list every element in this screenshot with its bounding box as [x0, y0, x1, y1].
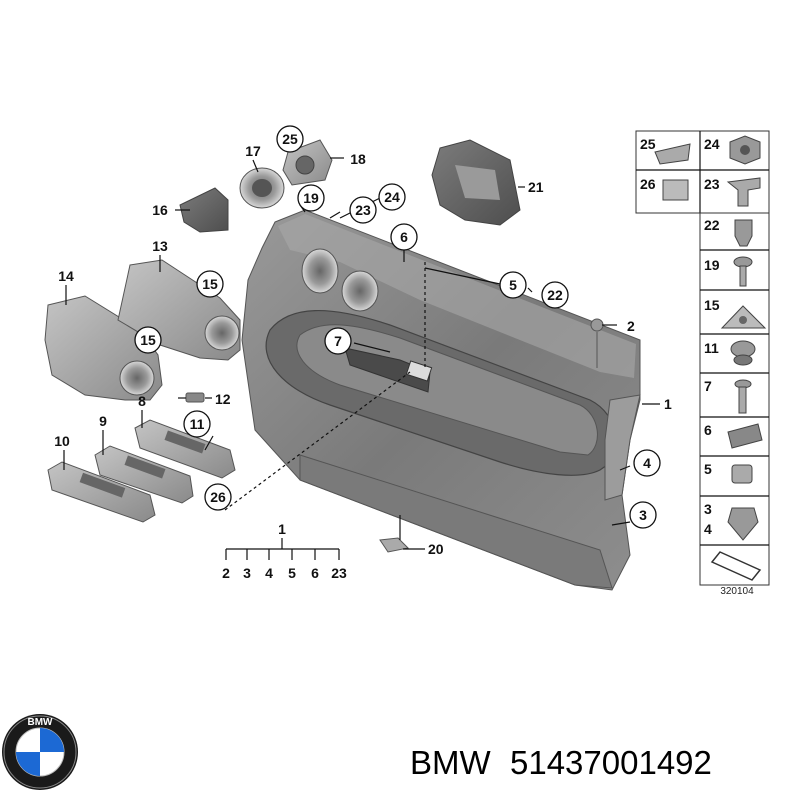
callout-9: 9 — [99, 413, 107, 429]
switch-bezel-10 — [47, 461, 156, 523]
tree-child-1: 3 — [243, 565, 251, 581]
callouts: 1 2 3 4 5 6 7 8 9 10 11 12 13 14 15 15 1… — [54, 125, 672, 557]
legend-item-23: 23 — [704, 176, 720, 192]
callout-5: 5 — [509, 277, 517, 293]
callout-2: 2 — [627, 318, 635, 334]
tree-child-3: 5 — [288, 565, 296, 581]
callout-8: 8 — [138, 393, 146, 409]
trim-16 — [179, 187, 229, 233]
switch-bezel-8 — [134, 419, 236, 479]
callout-21: 21 — [528, 179, 544, 195]
callout-17: 17 — [245, 143, 261, 159]
callout-20: 20 — [428, 541, 444, 557]
legend-item-3: 3 — [704, 501, 712, 517]
callout-26: 26 — [210, 489, 226, 505]
callout-15-lower: 15 — [140, 332, 156, 348]
callout-13: 13 — [152, 238, 168, 254]
diagram-code: 320104 — [720, 586, 754, 597]
legend-item-26: 26 — [640, 176, 656, 192]
part-group-tree: 1 2 3 4 5 6 23 — [222, 521, 347, 581]
legend-item-11: 11 — [704, 340, 719, 356]
callout-15-upper: 15 — [202, 276, 218, 292]
callout-18: 18 — [350, 151, 366, 167]
support-21 — [431, 139, 521, 226]
callout-7: 7 — [334, 333, 342, 349]
tree-child-2: 4 — [265, 565, 273, 581]
callout-22: 22 — [547, 287, 563, 303]
callout-25: 25 — [282, 131, 298, 147]
switch-bezel-9 — [94, 445, 194, 504]
brand-name: BMW — [410, 744, 492, 781]
legend-item-19: 19 — [704, 257, 720, 273]
legend-item-15: 15 — [704, 297, 720, 313]
fastener-legend: 25 24 26 23 22 19 15 11 7 6 5 3 4 320104 — [635, 130, 770, 597]
legend-item-6: 6 — [704, 422, 712, 438]
legend-item-22: 22 — [704, 217, 720, 233]
part-number: 51437001492 — [510, 744, 712, 781]
svg-text:BMW: BMW — [28, 717, 54, 728]
tweeter-17 — [239, 167, 285, 209]
legend-item-7: 7 — [704, 378, 712, 394]
tree-child-0: 2 — [222, 565, 230, 581]
callout-1: 1 — [664, 396, 672, 412]
door-panel — [241, 209, 641, 591]
clip-2 — [590, 318, 604, 368]
callout-11: 11 — [190, 416, 205, 432]
legend-item-4: 4 — [704, 521, 712, 537]
legend-item-25: 25 — [640, 136, 656, 152]
callout-14: 14 — [58, 268, 74, 284]
callout-6: 6 — [400, 229, 408, 245]
bmw-logo: BMW — [2, 714, 78, 790]
callout-24: 24 — [384, 189, 400, 205]
tree-root: 1 — [278, 521, 286, 537]
tree-child-5: 23 — [331, 565, 347, 581]
legend-item-24: 24 — [704, 136, 720, 152]
leader-lines — [63, 157, 660, 550]
callout-12: 12 — [215, 391, 231, 407]
callout-3: 3 — [639, 507, 647, 523]
tree-child-4: 6 — [311, 565, 319, 581]
callout-4: 4 — [643, 455, 651, 471]
callout-23: 23 — [355, 202, 371, 218]
callout-10: 10 — [54, 433, 70, 449]
clip-12 — [185, 392, 205, 403]
callout-16: 16 — [152, 202, 168, 218]
clip-20 — [379, 537, 410, 553]
callout-19: 19 — [303, 190, 319, 206]
legend-item-5: 5 — [704, 461, 712, 477]
